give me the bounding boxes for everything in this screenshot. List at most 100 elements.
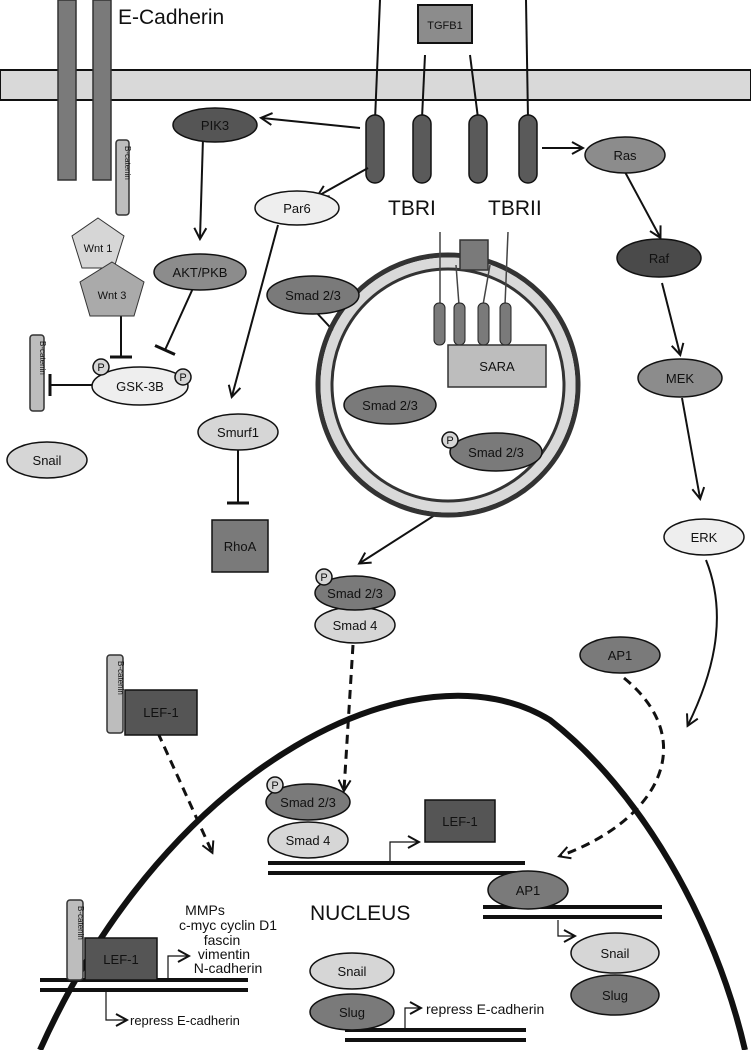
lef1-nucleus-target-box — [424, 799, 496, 843]
akt-pkb-node — [153, 253, 247, 291]
smad23-phospho-endosome-node — [449, 432, 543, 472]
snail-nucleus-label: Snail — [338, 964, 367, 979]
gsk3b-phospho-1 — [92, 358, 110, 376]
inhibit-akt-gsk3b — [154, 285, 195, 356]
target-vimentin: vimentin — [198, 946, 250, 962]
slug-nucleus-target-label: Slug — [602, 988, 628, 1003]
arrow-ap1-to-nucleus — [560, 676, 665, 856]
tgfb1-label: TGFB1 — [427, 20, 462, 32]
smad23-nucleus-phospho-label: P — [271, 780, 278, 792]
arrow-erk-to-nucleus — [688, 559, 718, 725]
repress-ecadherin-lef1: repress E-cadherin — [130, 1013, 240, 1028]
erk-label: ERK — [691, 530, 718, 545]
endosome-receptor-4 — [499, 302, 512, 346]
smad23-complex-phospho — [315, 568, 333, 586]
lef1-cytoplasm-box — [124, 689, 198, 736]
smad4-cytoplasm-label: Smad 4 — [333, 618, 378, 633]
endosome-ligand — [459, 239, 489, 271]
repress-ecadherin-slug: repress E-cadherin — [426, 1001, 544, 1017]
tgfb1-box — [417, 4, 473, 44]
arrow-raf-to-mek — [661, 282, 680, 354]
tbrii-receptor-2 — [518, 114, 538, 184]
endosome-lumen-ring — [320, 257, 576, 513]
smad23-nucleus-node — [265, 783, 351, 821]
b-catenin-lef1-cytoplasm-label: B-catenin — [116, 661, 125, 695]
rhoa-label: RhoA — [224, 539, 257, 554]
arrow-lef1-to-nucleus — [156, 732, 212, 852]
tbri-receptor-1 — [365, 114, 385, 184]
ap1-nucleus-label: AP1 — [516, 883, 541, 898]
smad23-phospho-endosome-label: Smad 2/3 — [468, 445, 524, 460]
arrow-tbr-to-par6 — [318, 167, 369, 196]
rhoa-box — [211, 519, 269, 573]
endosome-receptor-stem-2 — [455, 264, 460, 306]
smad23-endosome-phospho-label: P — [446, 435, 453, 447]
lef1-nucleus-box — [84, 937, 158, 981]
lef1-nucleus-label: LEF-1 — [103, 952, 138, 967]
wnt3-label: Wnt 3 — [98, 290, 127, 302]
b-catenin-cytoplasm — [29, 334, 45, 412]
smurf1-node — [197, 413, 279, 451]
target-n-cadherin: N-cadherin — [194, 960, 262, 976]
e-cadherin-bar-2 — [92, 0, 112, 181]
ap1-nucleus-node — [487, 870, 569, 910]
gsk3b-node — [91, 366, 189, 406]
sara-label: SARA — [479, 359, 515, 374]
gsk3b-phospho-1-label: P — [97, 362, 104, 374]
sara-box — [447, 344, 547, 388]
tbri-receptor-2 — [412, 114, 432, 184]
smad23-complex-node — [314, 575, 396, 611]
snail-nucleus-target-node — [570, 932, 660, 974]
smurf1-label: Smurf1 — [217, 425, 259, 440]
arrow-mek-to-erk — [681, 397, 700, 498]
endosome-outer — [315, 252, 581, 518]
promoter-arrow-ap1 — [557, 920, 574, 936]
target-mmps: MMPs — [185, 902, 225, 918]
pik3-node — [172, 107, 258, 143]
snail-nucleus-target-label: Snail — [601, 946, 630, 961]
b-catenin-cytoplasm-label: B-catenin — [38, 341, 47, 375]
smad23-endosome-node — [343, 385, 437, 425]
endosome-receptor-3 — [477, 302, 490, 346]
wnt1-label: Wnt 1 — [84, 243, 113, 255]
repress-arrow-lef1 — [105, 992, 126, 1020]
akt-pkb-label: AKT/PKB — [173, 265, 228, 280]
smad23-endosome-label: Smad 2/3 — [362, 398, 418, 413]
arrow-par6-to-smurf1 — [232, 224, 279, 396]
smad4-nucleus-label: Smad 4 — [286, 833, 331, 848]
slug-nucleus-target-node — [570, 974, 660, 1016]
b-catenin-membrane-label: B-catenin — [123, 146, 132, 180]
snail-cytoplasm-node — [6, 441, 88, 479]
tbrii-label: TBRII — [488, 197, 542, 220]
smad23-nucleus-phospho — [266, 776, 284, 794]
par6-label: Par6 — [283, 201, 310, 216]
arrow-pik3-to-akt — [200, 137, 203, 238]
par6-node — [254, 190, 340, 226]
ras-label: Ras — [613, 148, 637, 163]
repress-arrow-slug — [404, 1008, 420, 1028]
nucleus-envelope — [37, 692, 748, 1050]
endosome-receptor-2 — [453, 302, 466, 346]
gsk3b-phospho-2 — [174, 368, 192, 386]
e-cadherin-label: E-Cadherin — [118, 6, 224, 29]
ap1-cytoplasm-label: AP1 — [608, 648, 633, 663]
smad23-nucleus-label: Smad 2/3 — [280, 795, 336, 810]
gsk3b-phospho-2-label: P — [179, 372, 186, 384]
raf-label: Raf — [649, 251, 670, 266]
promoter-arrow-smad — [389, 842, 418, 861]
lef1-cytoplasm-label: LEF-1 — [143, 705, 178, 720]
slug-nucleus-node — [309, 993, 395, 1031]
b-catenin-nucleus-label: B-catenin — [76, 906, 85, 940]
nucleus-label: NUCLEUS — [310, 902, 410, 925]
smad23-complex-label: Smad 2/3 — [327, 586, 383, 601]
pik3-label: PIK3 — [201, 118, 229, 133]
b-catenin-membrane — [115, 139, 130, 216]
e-cadherin-bar-1 — [57, 0, 77, 181]
wnt3-pentagon — [79, 261, 145, 317]
tbri-label: TBRI — [388, 197, 436, 220]
snail-nucleus-node — [309, 952, 395, 990]
endosome-receptor-1 — [433, 302, 446, 346]
erk-node — [663, 518, 745, 556]
smad23-complex-phospho-label: P — [320, 572, 327, 584]
